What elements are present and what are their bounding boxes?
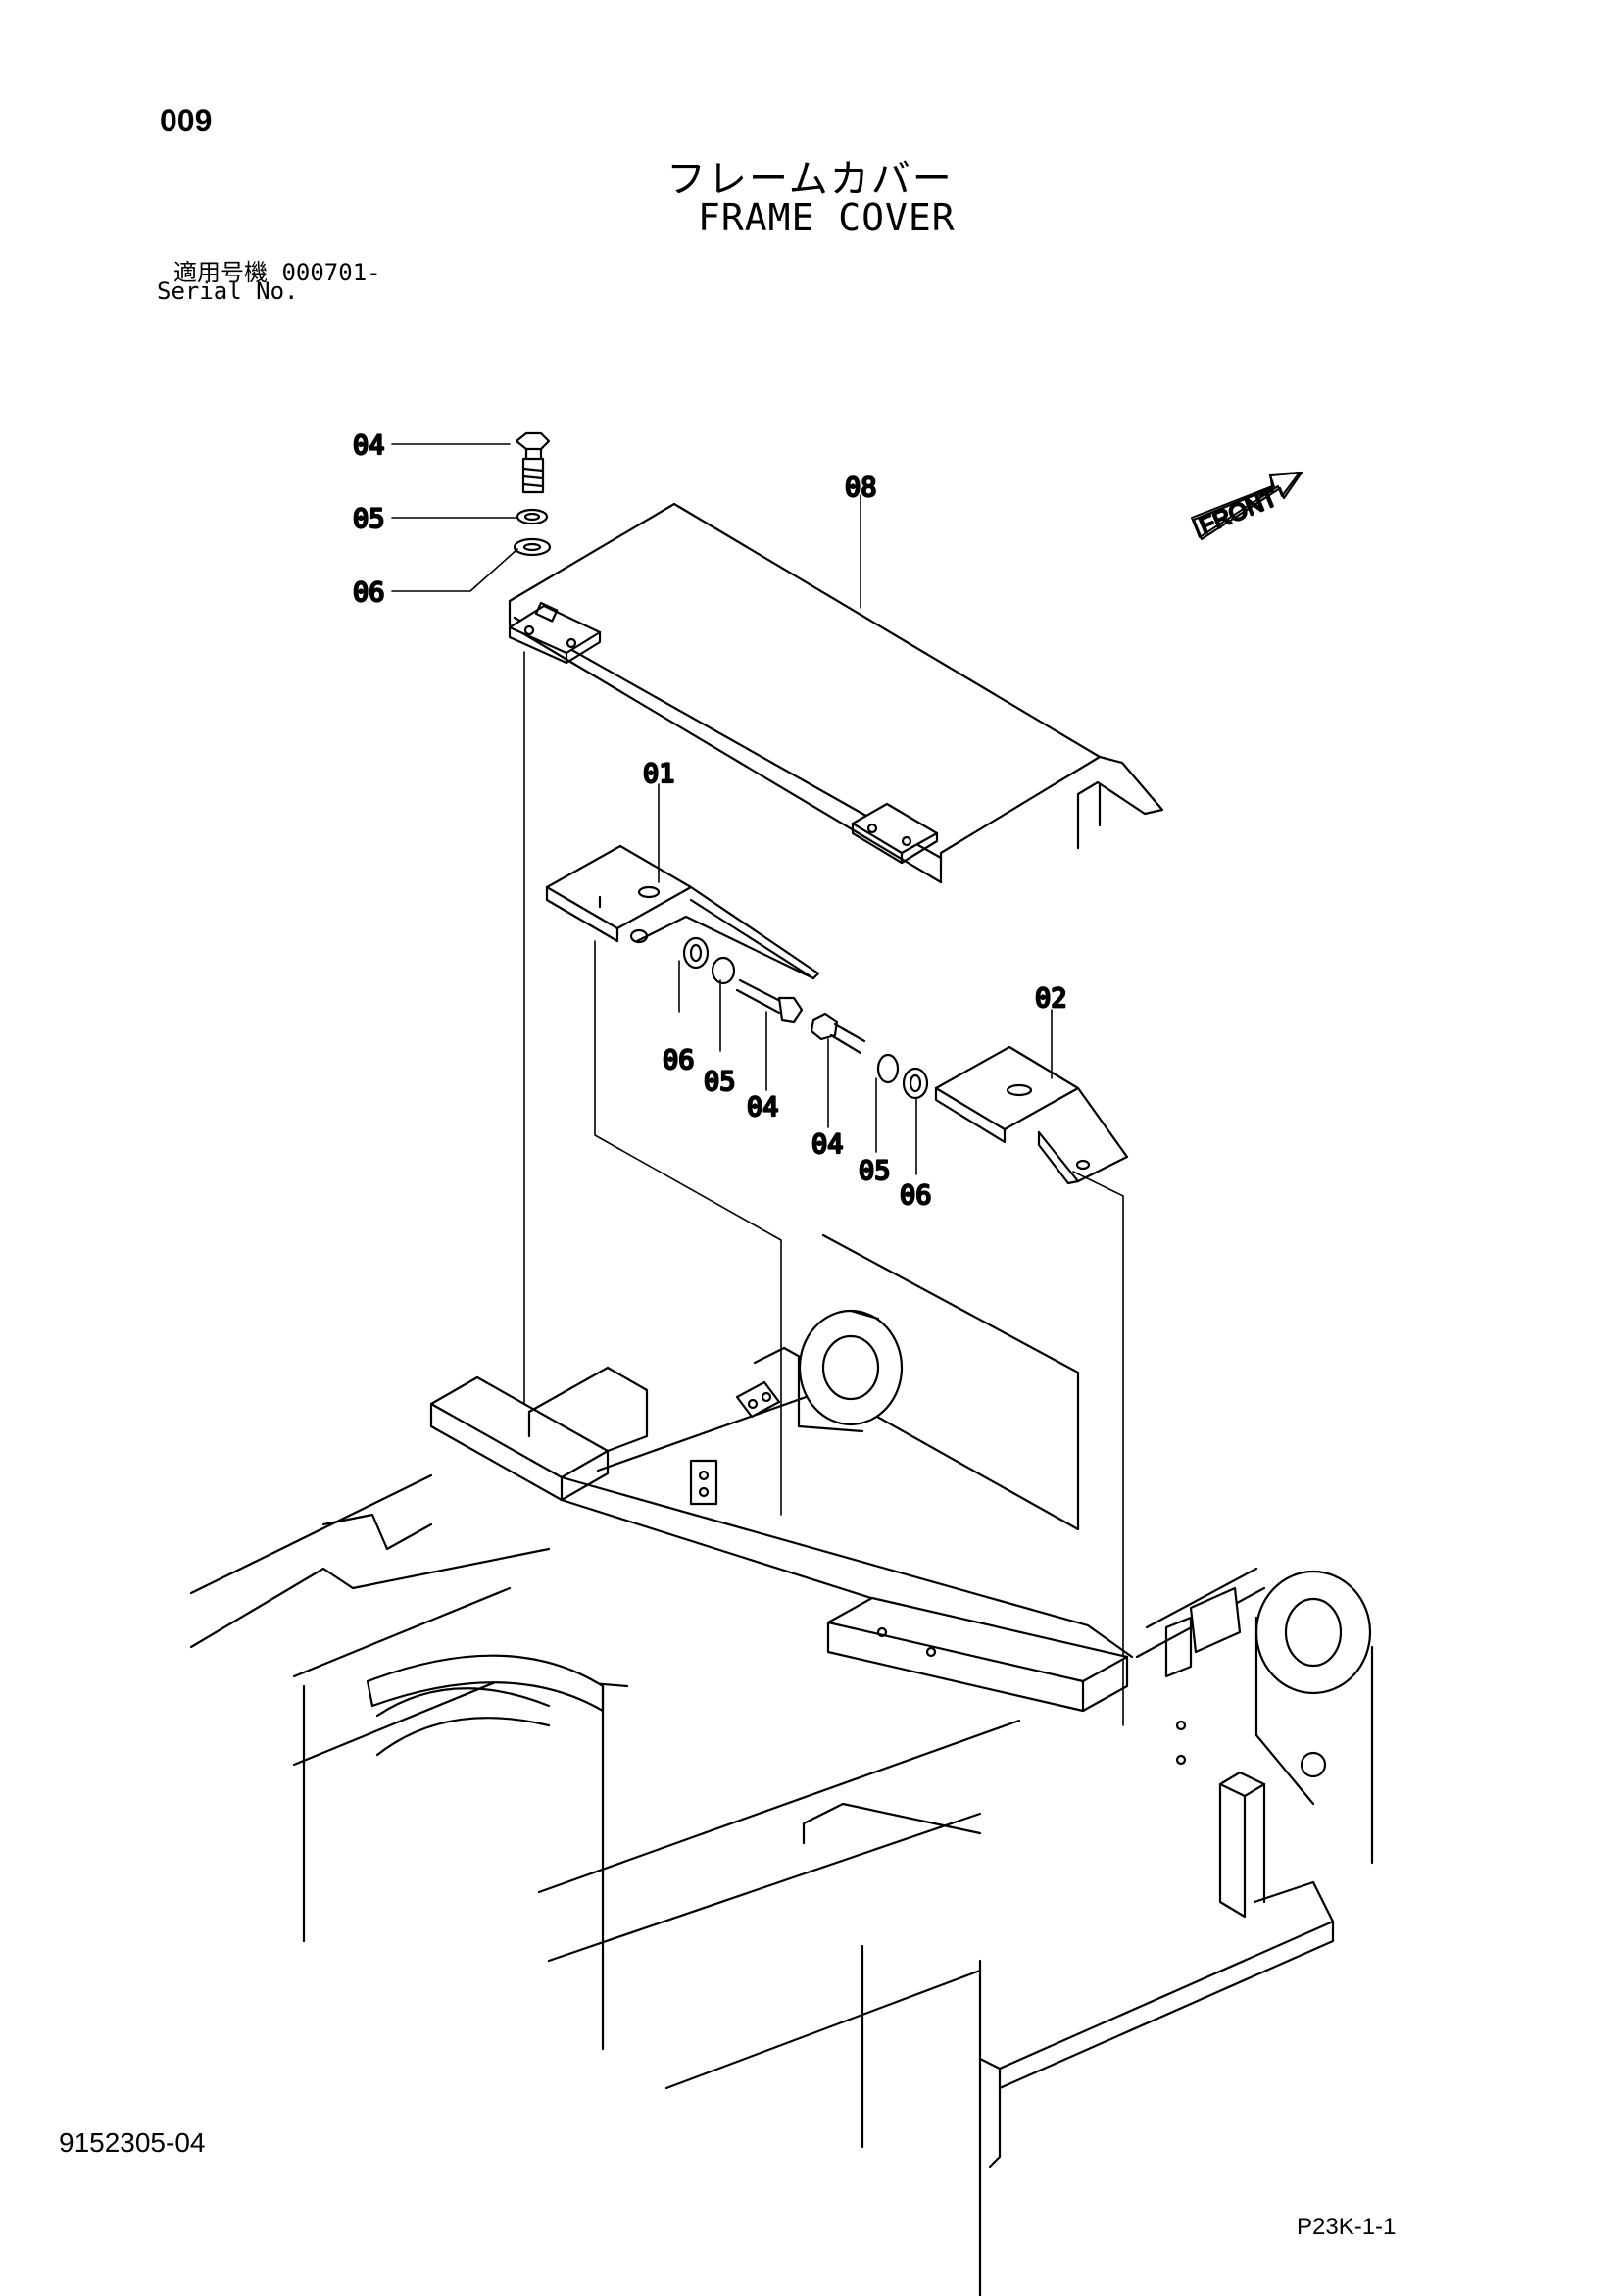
- serial-label-english: Serial No.: [157, 277, 299, 305]
- bracket-01-part: [545, 844, 820, 980]
- callout-04-left: 04: [747, 1092, 779, 1123]
- front-arrow-icon: FRONT: [1191, 471, 1303, 541]
- plate-code: P23K-1-1: [1297, 2214, 1397, 2240]
- bolt-top: [515, 431, 551, 494]
- callout-05-left: 05: [704, 1067, 736, 1097]
- callout-06-left: 06: [663, 1045, 695, 1075]
- bolt-middle-right: [810, 1012, 866, 1055]
- leader-lines: [391, 443, 1053, 1175]
- page-number: 009: [160, 103, 213, 138]
- frame-cover-part: [508, 502, 1164, 884]
- callout-01: 01: [643, 759, 675, 789]
- serial-label-japanese: 適用号機 000701-: [173, 259, 381, 286]
- bracket-02-part: [934, 1045, 1129, 1185]
- front-label: FRONT: [1196, 484, 1281, 539]
- callout-06-right: 06: [900, 1180, 932, 1211]
- title-japanese: フレームカバー: [666, 158, 954, 201]
- bolt-middle-left: [735, 978, 804, 1023]
- callout-05-top: 05: [353, 504, 385, 534]
- title-english: FRAME COVER: [698, 196, 956, 239]
- callout-04-top: 04: [353, 430, 385, 461]
- main-frame: [189, 1233, 1374, 2296]
- callout-04-right: 04: [812, 1129, 844, 1160]
- callout-06-top: 06: [353, 577, 385, 608]
- callout-05-right: 05: [859, 1156, 891, 1186]
- callout-08: 08: [845, 473, 877, 503]
- callout-02: 02: [1035, 983, 1067, 1014]
- document-number: 9152305-04: [59, 2127, 206, 2158]
